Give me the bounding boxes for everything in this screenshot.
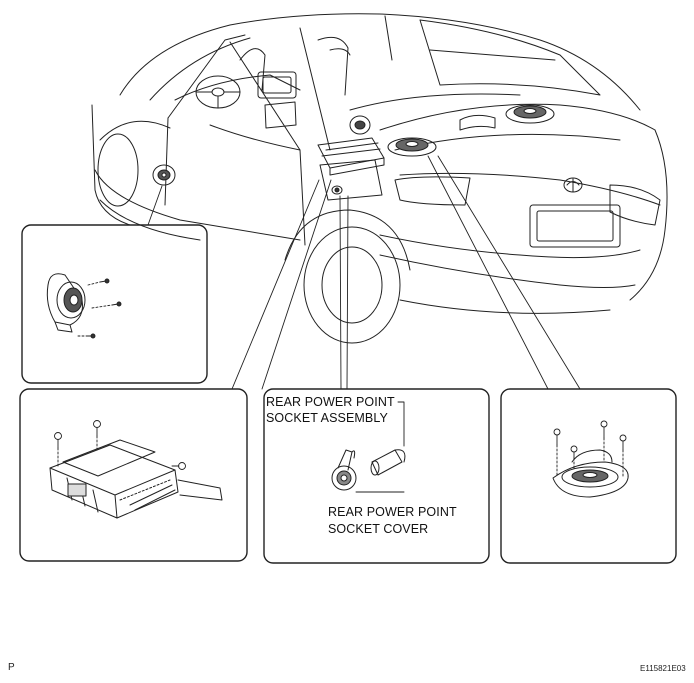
tweeter-location <box>349 115 371 135</box>
rear-speaker-screws <box>553 420 627 477</box>
figure-id: E115821E03 <box>640 664 686 673</box>
socket-cover-label-line2: SOCKET COVER <box>328 522 429 536</box>
door-speaker-part <box>46 273 86 333</box>
socket-assembly-label-line1: REAR POWER POINT <box>266 395 395 409</box>
vehicle-body <box>91 13 668 344</box>
power-point-location <box>319 159 383 201</box>
page-marker: P <box>8 662 15 673</box>
rear-speaker-part <box>552 449 629 498</box>
door-speaker-screws <box>77 278 122 339</box>
amplifier-bolts <box>54 420 186 470</box>
power-point-callouts <box>355 401 405 493</box>
socket-assembly-label-line2: SOCKET ASSEMBLY <box>266 411 388 425</box>
socket-cover-label-line1: REAR POWER POINT <box>328 505 457 519</box>
leader-lines <box>147 155 581 390</box>
inset-amplifier <box>19 388 248 562</box>
socket-assembly-part <box>370 449 406 476</box>
socket-cover-part <box>331 449 357 491</box>
inset-rear-speaker <box>500 388 677 564</box>
front-speaker-location <box>152 164 176 186</box>
amplifier-location <box>317 137 385 176</box>
rear-speaker-left <box>387 137 437 157</box>
inset-front-door-speaker <box>21 224 208 384</box>
rear-speaker-right <box>505 104 555 124</box>
amplifier-part <box>49 439 223 519</box>
inset-power-point <box>263 388 490 564</box>
